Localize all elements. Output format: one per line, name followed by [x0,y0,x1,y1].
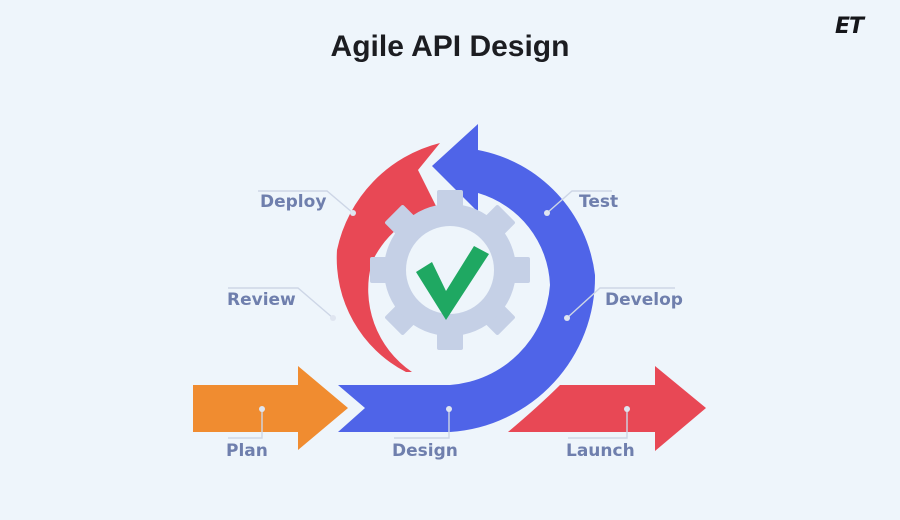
plan-arrow [193,366,348,450]
blue-cycle-arrow [338,124,596,432]
stage-label-design: Design [392,441,458,461]
stage-label-launch: Launch [566,441,635,461]
red-cycle-arrow [336,143,440,372]
launch-arrow [508,366,706,451]
leader-dots [259,210,630,412]
gear-icon [370,190,530,350]
stage-label-test: Test [579,192,619,212]
et-logo: ET [835,14,864,39]
stage-label-deploy: Deploy [260,192,327,212]
page-title: Agile API Design [330,30,570,63]
checkmark-icon [416,246,489,320]
stage-label-develop: Develop [605,290,683,310]
leader-lines [228,190,675,439]
stage-label-plan: Plan [226,441,268,461]
stage-label-review: Review [227,290,296,310]
